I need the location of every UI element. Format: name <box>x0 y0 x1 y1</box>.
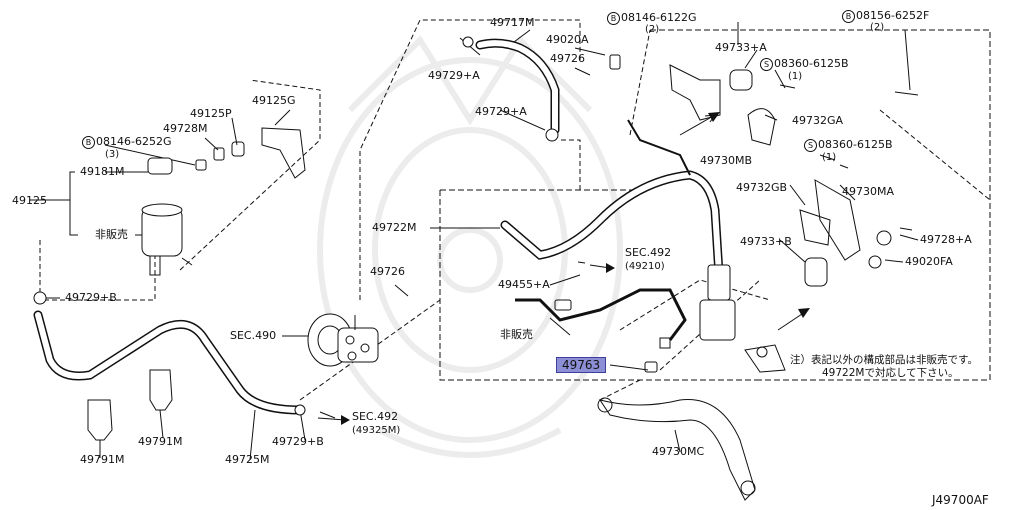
label-49020fa: 49020FA <box>905 255 953 268</box>
bracket-49730ma-shape <box>814 179 861 261</box>
ref-sec492-lower: (49325M) <box>352 425 401 436</box>
label-49181m: 49181M <box>80 165 125 178</box>
qty-08146-6252g: (3) <box>105 149 120 160</box>
label-49791m-2: 49791M <box>138 435 183 448</box>
label-49728a: 49728+A <box>920 233 972 246</box>
label-08360-6125b-2-text: 08360-6125B <box>818 138 893 151</box>
label-08360-6125b-1-text: 08360-6125B <box>774 57 849 70</box>
label-49729b-2: 49729+B <box>272 435 324 448</box>
leader-49717m <box>560 139 581 190</box>
label-49763-highlighted[interactable]: 49763 <box>556 357 607 373</box>
leader-49730mb <box>629 29 651 136</box>
label-49717m: 49717M <box>490 16 535 29</box>
label-49455a: 49455+A <box>498 278 550 291</box>
bolt-symbol: B <box>82 136 95 149</box>
bracket-49732gb-shape <box>799 209 831 246</box>
return-pipe-shape <box>515 288 687 341</box>
clamp-49791m-left <box>87 399 113 441</box>
ref-sec492-upper: (49210) <box>625 261 665 272</box>
dashed-box-assembly <box>439 189 760 381</box>
dashed-box-upper <box>650 29 991 381</box>
reservoir-tank-shape <box>141 157 193 276</box>
qty-08360-6125b-1: (1) <box>788 71 803 82</box>
note-line-1: 注）表記以外の構成部品は非販売です。 <box>790 354 978 366</box>
drawing-id: J49700AF <box>932 493 989 507</box>
bolt-symbol: B <box>842 10 855 23</box>
bracket-49125g-shape <box>261 127 306 179</box>
clamp-49791m-right <box>149 369 173 411</box>
label-sec492-upper: SEC.492 <box>625 246 672 259</box>
qty-08360-6125b-2: (1) <box>822 152 837 163</box>
screw-symbol: S <box>760 58 773 71</box>
label-49125p: 49125P <box>190 107 232 120</box>
label-49728m: 49728M <box>163 122 208 135</box>
leader-hose-bottom <box>299 299 441 401</box>
note-line-2: 49722Mで対応して下さい。 <box>822 367 959 379</box>
label-08146-6122g-text: 08146-6122G <box>621 11 697 24</box>
label-not-for-sale-1: 非販売 <box>95 228 128 241</box>
label-49730ma: 49730MA <box>842 185 895 198</box>
label-49125g: 49125G <box>252 94 296 107</box>
label-49732ga: 49732GA <box>792 114 844 127</box>
leader-tank-top <box>179 79 321 271</box>
label-not-for-sale-2: 非販売 <box>500 328 533 341</box>
dashed-box-left <box>39 240 156 301</box>
label-49125: 49125 <box>12 194 47 207</box>
leader-right-box <box>879 109 991 201</box>
label-49729b-1: 49729+B <box>65 291 117 304</box>
label-49730mc: 49730MC <box>652 445 705 458</box>
label-49730mb: 49730MB <box>700 154 753 167</box>
label-49732gb: 49732GB <box>736 181 788 194</box>
label-49722m: 49722M <box>372 221 417 234</box>
label-49733b: 49733+B <box>740 235 792 248</box>
label-49726-top: 49726 <box>550 52 585 65</box>
screw-symbol: S <box>804 139 817 152</box>
watermark-emblem <box>317 35 623 458</box>
leader-49722m <box>359 19 581 300</box>
label-49729a-1: 49729+A <box>428 69 480 82</box>
leader-49455 <box>619 279 771 331</box>
arrow-sec492-bottom <box>317 417 346 421</box>
label-49726-mid: 49726 <box>370 265 405 278</box>
label-49020a: 49020A <box>546 33 589 46</box>
power-steering-pump-shape <box>307 313 379 367</box>
bracket-49730mb-shape <box>669 64 721 121</box>
label-sec492-lower: SEC.492 <box>352 410 399 423</box>
bolt-symbol: B <box>607 12 620 25</box>
label-49791m-1: 49791M <box>80 453 125 466</box>
arrow-49730mb <box>679 114 716 136</box>
label-08146-6252g-text: 08146-6252G <box>96 135 172 148</box>
leader-49730mc <box>599 379 641 401</box>
label-49733a: 49733+A <box>715 41 767 54</box>
arrow-49730ma <box>777 311 806 331</box>
label-sec490: SEC.490 <box>230 329 277 342</box>
label-49725m: 49725M <box>225 453 270 466</box>
qty-08146-6122g: (2) <box>645 24 660 35</box>
label-08156-6252f-text: 08156-6252F <box>856 9 930 22</box>
label-49729a-2: 49729+A <box>475 105 527 118</box>
qty-08156-6252f: (2) <box>870 22 885 33</box>
bracket-49732ga-shape <box>747 108 776 146</box>
